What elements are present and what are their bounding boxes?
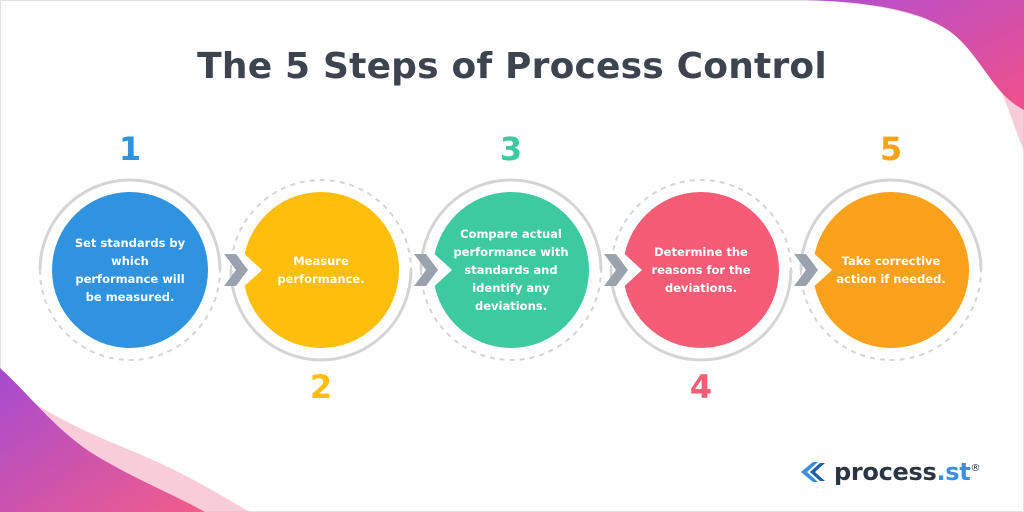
arrow-right-icon — [794, 254, 818, 286]
ring-4-bottom — [609, 269, 793, 362]
step-number-3: 3 — [499, 130, 523, 168]
ring-1-top — [38, 178, 222, 271]
ring-4-top — [610, 179, 792, 271]
arrow-right-icon — [414, 254, 438, 286]
ring-2-bottom — [229, 269, 413, 362]
ring-3-bottom — [420, 269, 602, 361]
ring-5-top — [799, 178, 983, 271]
step-circle-5: Take corrective action if needed. — [813, 192, 969, 348]
step-circle-3: Compare actual performance with standard… — [433, 192, 589, 348]
step-circle-4: Determine the reasons for the deviations… — [623, 192, 779, 348]
brand-logo: process.st® — [798, 452, 998, 492]
ring-1-bottom — [39, 269, 221, 361]
arrow-right-icon — [224, 254, 248, 286]
step-number-2: 2 — [309, 368, 333, 406]
bottom-left-gradient-blob — [0, 368, 205, 512]
step-text-3: Compare actual performance with standard… — [453, 227, 569, 313]
page-title: The 5 Steps of Process Control — [197, 46, 827, 87]
logo-dot-part: .st — [936, 458, 971, 486]
notch-5 — [808, 248, 832, 292]
notch-2 — [238, 248, 262, 292]
step-number-5: 5 — [879, 130, 903, 168]
step-number-4: 4 — [689, 368, 713, 406]
step-text-4: Determine the reasons for the deviations… — [651, 245, 751, 295]
notch-4 — [618, 248, 642, 292]
registered-mark: ® — [970, 463, 981, 474]
ring-2-top — [230, 179, 412, 271]
arrow-right-icon — [604, 254, 628, 286]
top-right-gradient-blob — [805, 0, 1024, 110]
step-text-1: Set standards by which performance will … — [74, 236, 186, 304]
step-text-2: Measure performance. — [277, 254, 365, 286]
notch-3 — [428, 248, 452, 292]
ring-3-top — [419, 178, 603, 271]
ring-5-bottom — [800, 269, 982, 361]
logo-name: process — [834, 458, 937, 486]
step-number-1: 1 — [118, 130, 142, 168]
process-st-logo-icon — [801, 462, 825, 482]
step-circle-1: Set standards by which performance will … — [52, 192, 208, 348]
step-text-5: Take corrective action if needed. — [836, 254, 946, 286]
logo-wordmark: process.st® — [834, 458, 980, 486]
step-circle-2: Measure performance. — [243, 192, 399, 348]
